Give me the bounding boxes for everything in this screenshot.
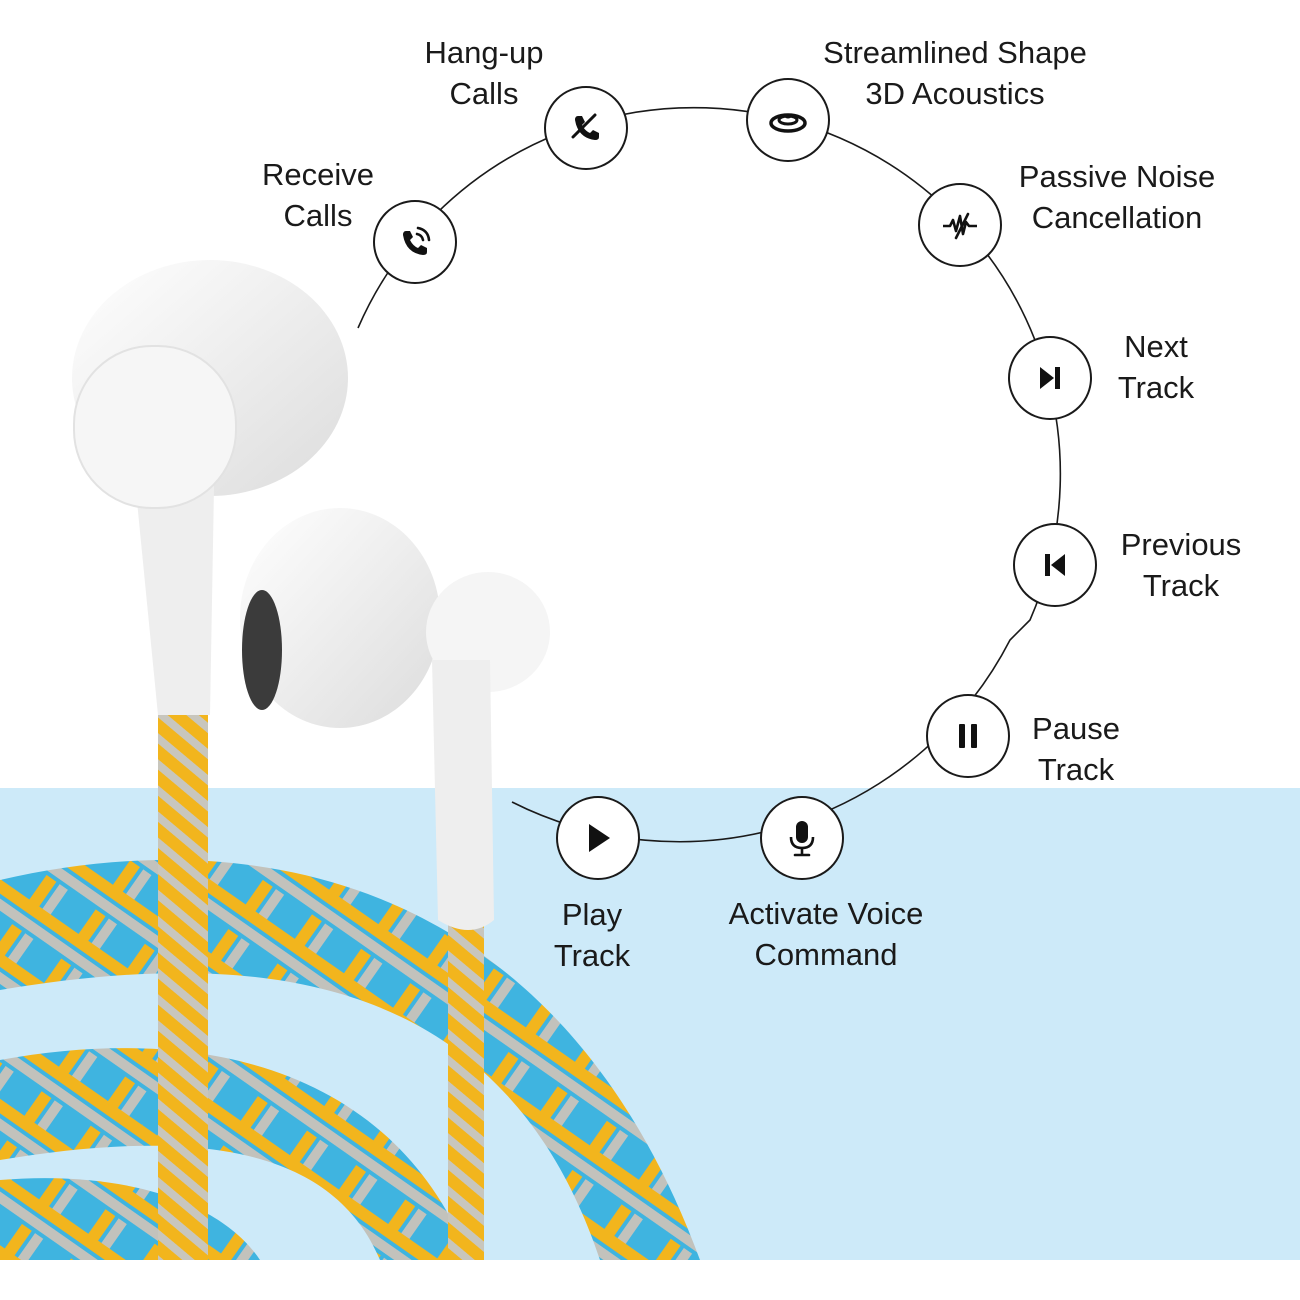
right-earbud-wire (448, 900, 484, 1260)
microphone-icon (760, 796, 844, 880)
right-earbud (240, 508, 550, 930)
phone-ring-icon (373, 200, 457, 284)
next-track-icon (1008, 336, 1092, 420)
left-earbud (72, 260, 348, 715)
phone-hangup-icon (544, 86, 628, 170)
bottom-margin (0, 1260, 1300, 1300)
noise-cancel-icon (918, 183, 1002, 267)
previous-track-icon (1013, 523, 1097, 607)
pause-icon (926, 694, 1010, 778)
play-icon (556, 796, 640, 880)
acoustics-icon (746, 78, 830, 162)
left-earbud-wire (158, 690, 208, 1260)
